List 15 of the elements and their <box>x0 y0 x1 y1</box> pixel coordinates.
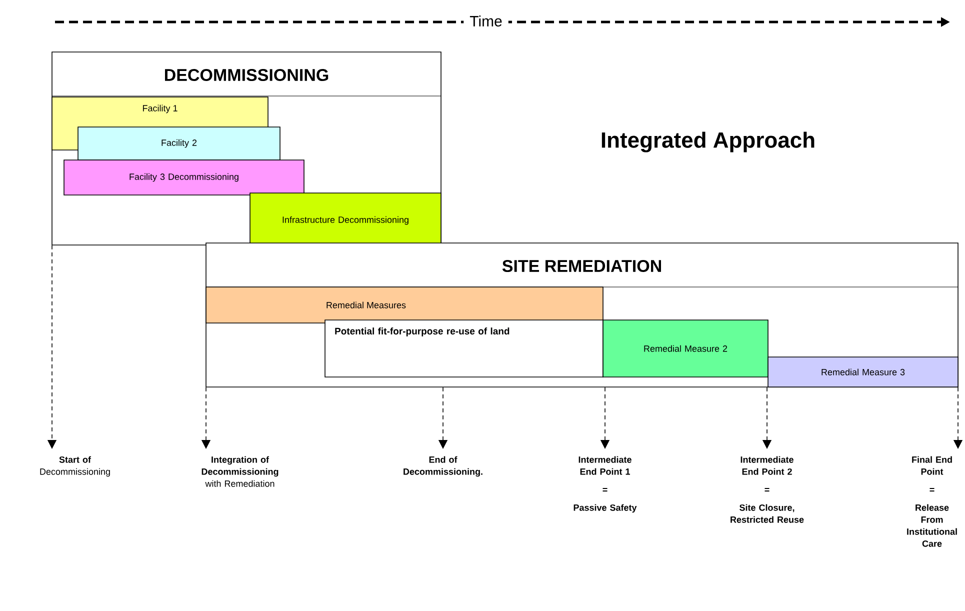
task-bar: Facility 3 Decommissioning <box>64 160 304 196</box>
task-bar: Remedial Measure 2 <box>602 320 768 378</box>
task-bar: Remedial Measure 3 <box>768 356 958 388</box>
milestone-label: Intermediate End Point 2 = Site Closure, Restricted Reuse <box>730 456 804 523</box>
task-bar: Facility 2 <box>78 126 280 160</box>
milestone-label: Intermediate End Point 1 = Passive Safety <box>574 456 637 513</box>
milestone-label: Integration of Decommissioning with Remediation <box>202 456 278 487</box>
note-box: Potential fit-for-purpose re-use of land <box>324 320 604 378</box>
milestone-label: End of Decommissioning. <box>404 456 482 477</box>
axis-label: Time <box>464 12 508 30</box>
title: Integrated Approach <box>602 132 814 152</box>
milestone-label: Start of Decommissioning <box>40 456 110 477</box>
task-bar: Remedial Measures <box>206 286 604 324</box>
milestone-label: Final End Point = Release From Institutional Care <box>907 456 957 547</box>
task-bar: Infrastructure Decommissioning <box>250 192 442 248</box>
